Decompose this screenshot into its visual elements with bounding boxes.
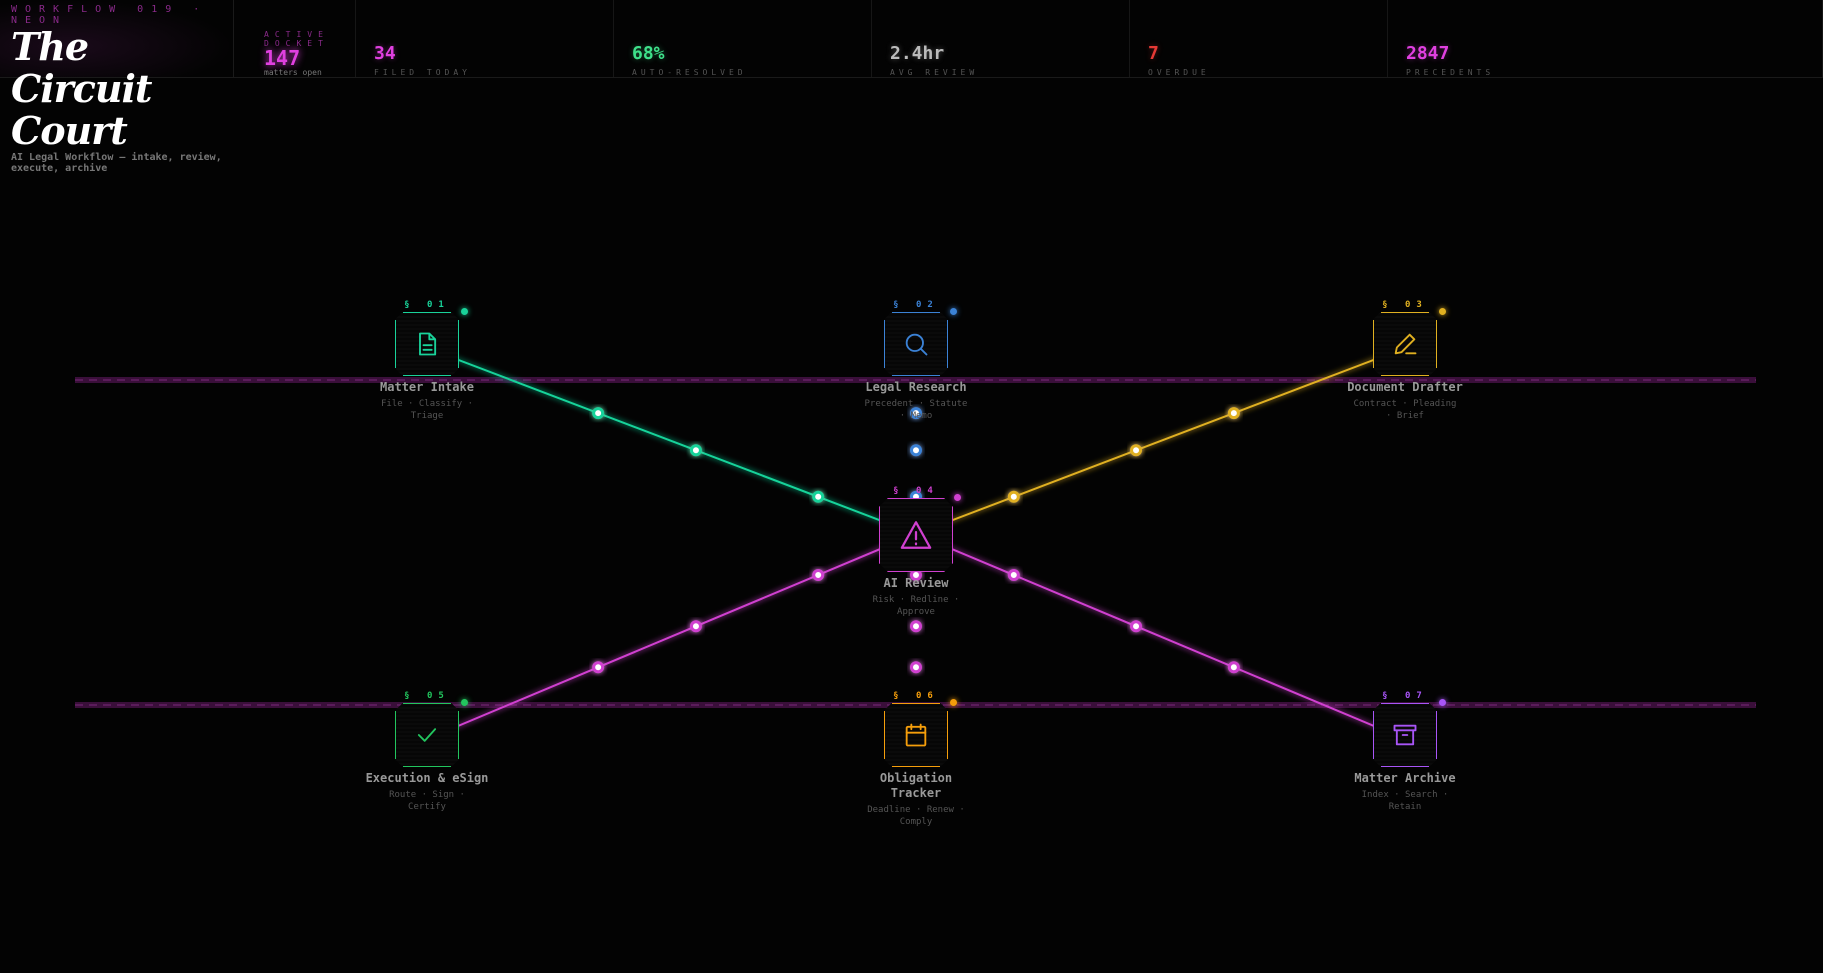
signal-dot bbox=[1227, 407, 1240, 420]
node-name: Execution & eSign bbox=[365, 771, 489, 785]
link-3-to-4 bbox=[915, 347, 1406, 535]
node-desc: Deadline · Renew · Comply bbox=[867, 805, 965, 827]
node-legal-research[interactable]: § 02 Legal Research Precedent · Statute … bbox=[851, 300, 981, 422]
calendar-icon bbox=[905, 723, 927, 747]
status-pip bbox=[1439, 699, 1446, 706]
stat-label: PRECEDENTS bbox=[1406, 68, 1495, 77]
signal-dot bbox=[1007, 490, 1020, 503]
status-pip bbox=[461, 699, 468, 706]
node-obligation-tracker[interactable]: § 06 Obligation Tracker Deadline · Renew… bbox=[851, 691, 981, 828]
node-section: § 02 bbox=[893, 300, 939, 310]
node-name: AI Review bbox=[883, 576, 949, 590]
brand: WORKFLOW 019 · NEON The Circuit Court AI… bbox=[0, 0, 234, 174]
document-icon bbox=[419, 332, 437, 356]
node-section: § 06 bbox=[893, 691, 939, 701]
signal-dot bbox=[1007, 569, 1020, 581]
signal-dot bbox=[910, 661, 922, 674]
signal-dot bbox=[1130, 444, 1143, 457]
link-7-to-4 bbox=[915, 533, 1406, 740]
node-section: § 03 bbox=[1382, 300, 1428, 310]
status-pip bbox=[954, 494, 961, 501]
check-icon bbox=[417, 728, 437, 742]
node-box[interactable] bbox=[395, 312, 459, 376]
node-desc: Precedent · Statute · Memo bbox=[864, 399, 968, 421]
node-desc: Contract · Pleading · Brief bbox=[1353, 399, 1457, 421]
node-desc: Route · Sign · Certify bbox=[389, 790, 465, 812]
signal-dot bbox=[1227, 661, 1240, 674]
status-pip bbox=[461, 308, 468, 315]
node-name: Matter Archive bbox=[1354, 771, 1456, 785]
signal-dot bbox=[689, 620, 702, 633]
node-desc: File · Classify · Triage bbox=[380, 399, 474, 421]
stat-label: OVERDUE bbox=[1148, 68, 1210, 77]
stat-label: AUTO-RESOLVED bbox=[632, 68, 747, 77]
node-section: § 04 bbox=[893, 486, 939, 496]
node-execution-esign[interactable]: § 05 Execution & eSign Route · Sign · Ce… bbox=[362, 691, 492, 813]
node-matter-archive[interactable]: § 07 Matter Archive Index · Search · Ret… bbox=[1340, 691, 1470, 813]
signal-dot bbox=[689, 444, 702, 457]
archive-icon bbox=[1393, 724, 1417, 746]
stat-value: 7 bbox=[1148, 43, 1159, 64]
node-box[interactable] bbox=[884, 312, 948, 376]
header: WORKFLOW 019 · NEON The Circuit Court AI… bbox=[0, 0, 1823, 174]
stat-label: ACTIVE DOCKET bbox=[264, 30, 329, 48]
node-box[interactable] bbox=[884, 703, 948, 767]
node-document-drafter[interactable]: § 03 Document Drafter Contract · Pleadin… bbox=[1340, 300, 1470, 422]
node-desc: Index · Search · Retain bbox=[1361, 790, 1449, 812]
stat-value: 2.4hr bbox=[890, 43, 945, 64]
warning-icon bbox=[900, 521, 932, 549]
subtitle: AI Legal Workflow — intake, review, exec… bbox=[11, 152, 222, 174]
node-section: § 05 bbox=[404, 691, 450, 701]
stat-value: 147 bbox=[264, 46, 301, 70]
stat-value: 68% bbox=[632, 43, 665, 64]
node-name: Document Drafter bbox=[1347, 380, 1463, 394]
node-box[interactable] bbox=[1373, 312, 1437, 376]
link-5-to-4 bbox=[426, 533, 917, 740]
stat-value: 34 bbox=[374, 43, 396, 64]
node-box[interactable] bbox=[879, 498, 953, 572]
search-icon bbox=[905, 333, 928, 356]
node-box[interactable] bbox=[1373, 703, 1437, 767]
signal-dot bbox=[592, 661, 605, 674]
signal-dot bbox=[910, 407, 922, 420]
stat-label: AVG REVIEW bbox=[890, 68, 979, 77]
node-box[interactable] bbox=[395, 703, 459, 767]
stat-value: 2847 bbox=[1406, 43, 1450, 64]
signal-dot bbox=[910, 620, 922, 633]
status-pip bbox=[950, 308, 957, 315]
node-name: Legal Research bbox=[865, 380, 967, 394]
status-pip bbox=[950, 699, 957, 706]
node-name: Matter Intake bbox=[380, 380, 474, 394]
status-pip bbox=[1439, 308, 1446, 315]
stat-auto-resolved: 68% AUTO-RESOLVED bbox=[614, 0, 872, 77]
node-section: § 01 bbox=[404, 300, 450, 310]
signal-dot bbox=[812, 569, 825, 581]
node-name: Obligation Tracker bbox=[879, 771, 953, 800]
stat-label: FILED TODAY bbox=[374, 68, 471, 77]
signal-dot bbox=[910, 444, 922, 457]
node-ai-review[interactable]: § 04 AI Review Risk · Redline · Approve bbox=[851, 486, 981, 618]
stat-active-docket: ACTIVE DOCKET 147 matters open bbox=[234, 0, 356, 77]
node-section: § 07 bbox=[1382, 691, 1428, 701]
stat-sub: matters open bbox=[264, 68, 322, 77]
page-title: The Circuit Court bbox=[11, 24, 152, 153]
signal-dot bbox=[812, 490, 825, 503]
eyebrow: WORKFLOW 019 · NEON bbox=[11, 4, 208, 26]
node-desc: Risk · Redline · Approve bbox=[872, 595, 960, 617]
link-1-to-4 bbox=[426, 347, 917, 535]
signal-dot bbox=[1130, 620, 1143, 633]
signal-dot bbox=[592, 407, 605, 420]
node-matter-intake[interactable]: § 01 Matter Intake File · Classify · Tri… bbox=[362, 300, 492, 422]
pencil-icon bbox=[1394, 333, 1417, 355]
